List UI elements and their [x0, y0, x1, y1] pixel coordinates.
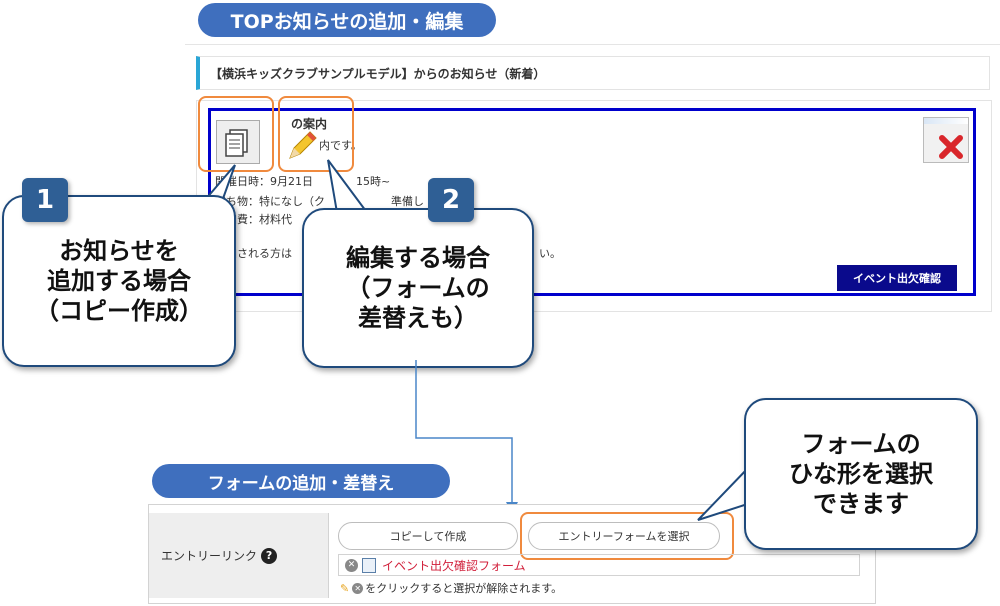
- notice-line1-suffix: 内です。: [319, 139, 362, 152]
- callout-three-line1: フォームの: [801, 430, 921, 458]
- news-header: 【横浜キッズクラブサンプルモデル】からのお知らせ（新着）: [196, 56, 990, 90]
- notice-items-suffix: 準備し: [391, 195, 424, 208]
- help-icon[interactable]: ?: [261, 547, 278, 564]
- notice-card: の案内 イ 内です。 開催日時：9月21日 15時~ 持ち物：特になし（ク 準備…: [208, 108, 976, 296]
- callout-two-line2: （フォームの: [346, 274, 490, 302]
- event-attendance-button[interactable]: イベント出欠確認: [837, 265, 957, 291]
- notice-items: 持ち物：特になし（ク: [215, 195, 325, 208]
- selected-form-link[interactable]: イベント出欠確認フォーム: [382, 558, 526, 573]
- section-title-top: TOPお知らせの追加・編集: [198, 3, 496, 37]
- notice-participants-suffix: い。: [539, 247, 561, 260]
- select-form-highlight: [520, 512, 734, 560]
- select-entry-form-button[interactable]: エントリーフォームを選択: [528, 522, 720, 550]
- copy-document-icon[interactable]: [216, 120, 260, 164]
- entry-link-label: エントリーリンク: [161, 549, 258, 563]
- selected-form-row: ✕ イベント出欠確認フォーム: [338, 554, 860, 576]
- form-document-icon: [362, 557, 376, 573]
- callout-one-line2: 追加する場合: [47, 267, 191, 295]
- callout-three-line3: できます: [813, 490, 909, 518]
- notice-title: の案内: [291, 117, 328, 131]
- edit-highlight: [278, 96, 354, 172]
- notice-date: 開催日時：9月21日: [215, 175, 313, 188]
- callout-three-line2: ひな形を選択: [789, 460, 933, 488]
- pencil-edit-icon[interactable]: [284, 128, 320, 164]
- hint-text: をクリックすると選択が解除されます。: [365, 582, 563, 595]
- pencil-icon: ✎: [340, 581, 350, 595]
- callout-two-line3: 差替えも）: [358, 304, 478, 332]
- copy-highlight: [198, 96, 274, 172]
- callout-select-template: フォームの ひな形を選択 できます: [744, 398, 978, 550]
- callout-add-copy: お知らせを 追加する場合 （コピー作成）: [2, 195, 236, 367]
- hint-circle-x-icon: ✕: [352, 582, 364, 594]
- callout-two-line1: 編集する場合: [346, 244, 490, 272]
- red-x-delete-icon[interactable]: [923, 117, 969, 163]
- callout-one-number: 1: [22, 178, 68, 222]
- row-label-cell: エントリーリンク ?: [149, 513, 329, 598]
- callout-one-line1: お知らせを: [59, 237, 179, 265]
- hint-text-row: ✎ ✕ をクリックすると選択が解除されます。: [340, 580, 562, 596]
- circle-x-icon[interactable]: ✕: [345, 558, 358, 572]
- copy-create-button[interactable]: コピーして作成: [338, 522, 518, 550]
- callout-one-line3: （コピー作成）: [35, 297, 203, 325]
- section-title-bottom: フォームの追加・差替え: [152, 464, 450, 498]
- top-divider: [185, 44, 1000, 45]
- callout-edit: 編集する場合 （フォームの 差替えも）: [302, 208, 534, 368]
- notice-time: 15時~: [356, 175, 391, 188]
- callout-two-number: 2: [428, 178, 474, 222]
